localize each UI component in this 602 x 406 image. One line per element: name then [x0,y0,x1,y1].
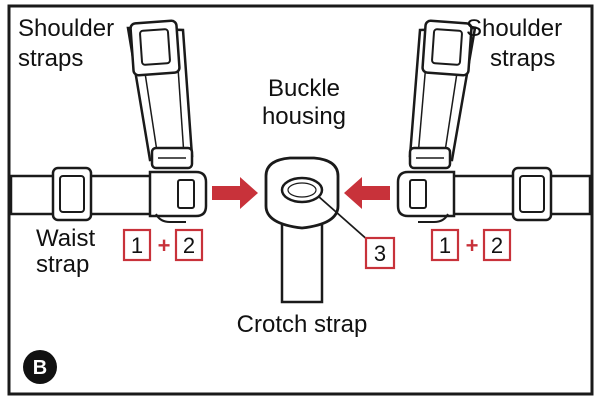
release-button [280,176,324,204]
step-box-right-2: 2 [482,228,512,262]
step-plus-left: + [158,233,171,258]
buckle-housing [264,156,340,230]
label-shoulder-straps-left-line1: Shoulder [18,15,114,42]
shoulder-strap-left [126,19,194,170]
figure-badge: B [23,350,57,384]
step-plus-right: + [466,233,479,258]
waist-adjuster-right [511,166,553,222]
shoulder-strap-right [408,19,477,170]
svg-text:3: 3 [374,241,386,266]
svg-text:1: 1 [131,233,143,258]
buckle-tongue-right [396,170,456,223]
step-box-right-1: 1 [430,228,460,262]
svg-text:1: 1 [439,233,451,258]
svg-text:2: 2 [183,233,195,258]
step-box-release: 3 [364,236,396,270]
step-box-left-2: 2 [174,228,204,262]
step-box-left-1: 1 [122,228,152,262]
label-shoulder-straps-right-line1: Shoulder [466,15,562,42]
label-crotch-strap: Crotch strap [237,311,368,338]
label-shoulder-straps-left-line2: straps [18,45,83,72]
leader-line [317,195,371,243]
label-shoulder-straps-right-line2: straps [490,45,555,72]
arrow-right-icon [212,177,258,209]
svg-text:2: 2 [491,233,503,258]
frame [7,4,594,396]
buckle-tongue-left [148,170,208,223]
svg-text:B: B [33,357,47,379]
arrow-left-icon [344,177,390,209]
label-waist-line2: strap [36,251,89,278]
label-waist-line1: Waist [36,225,95,252]
crotch-strap [280,220,324,304]
waist-adjuster-left [51,166,93,222]
label-buckle-line1: Buckle [268,75,340,102]
label-buckle-line2: housing [262,103,346,130]
